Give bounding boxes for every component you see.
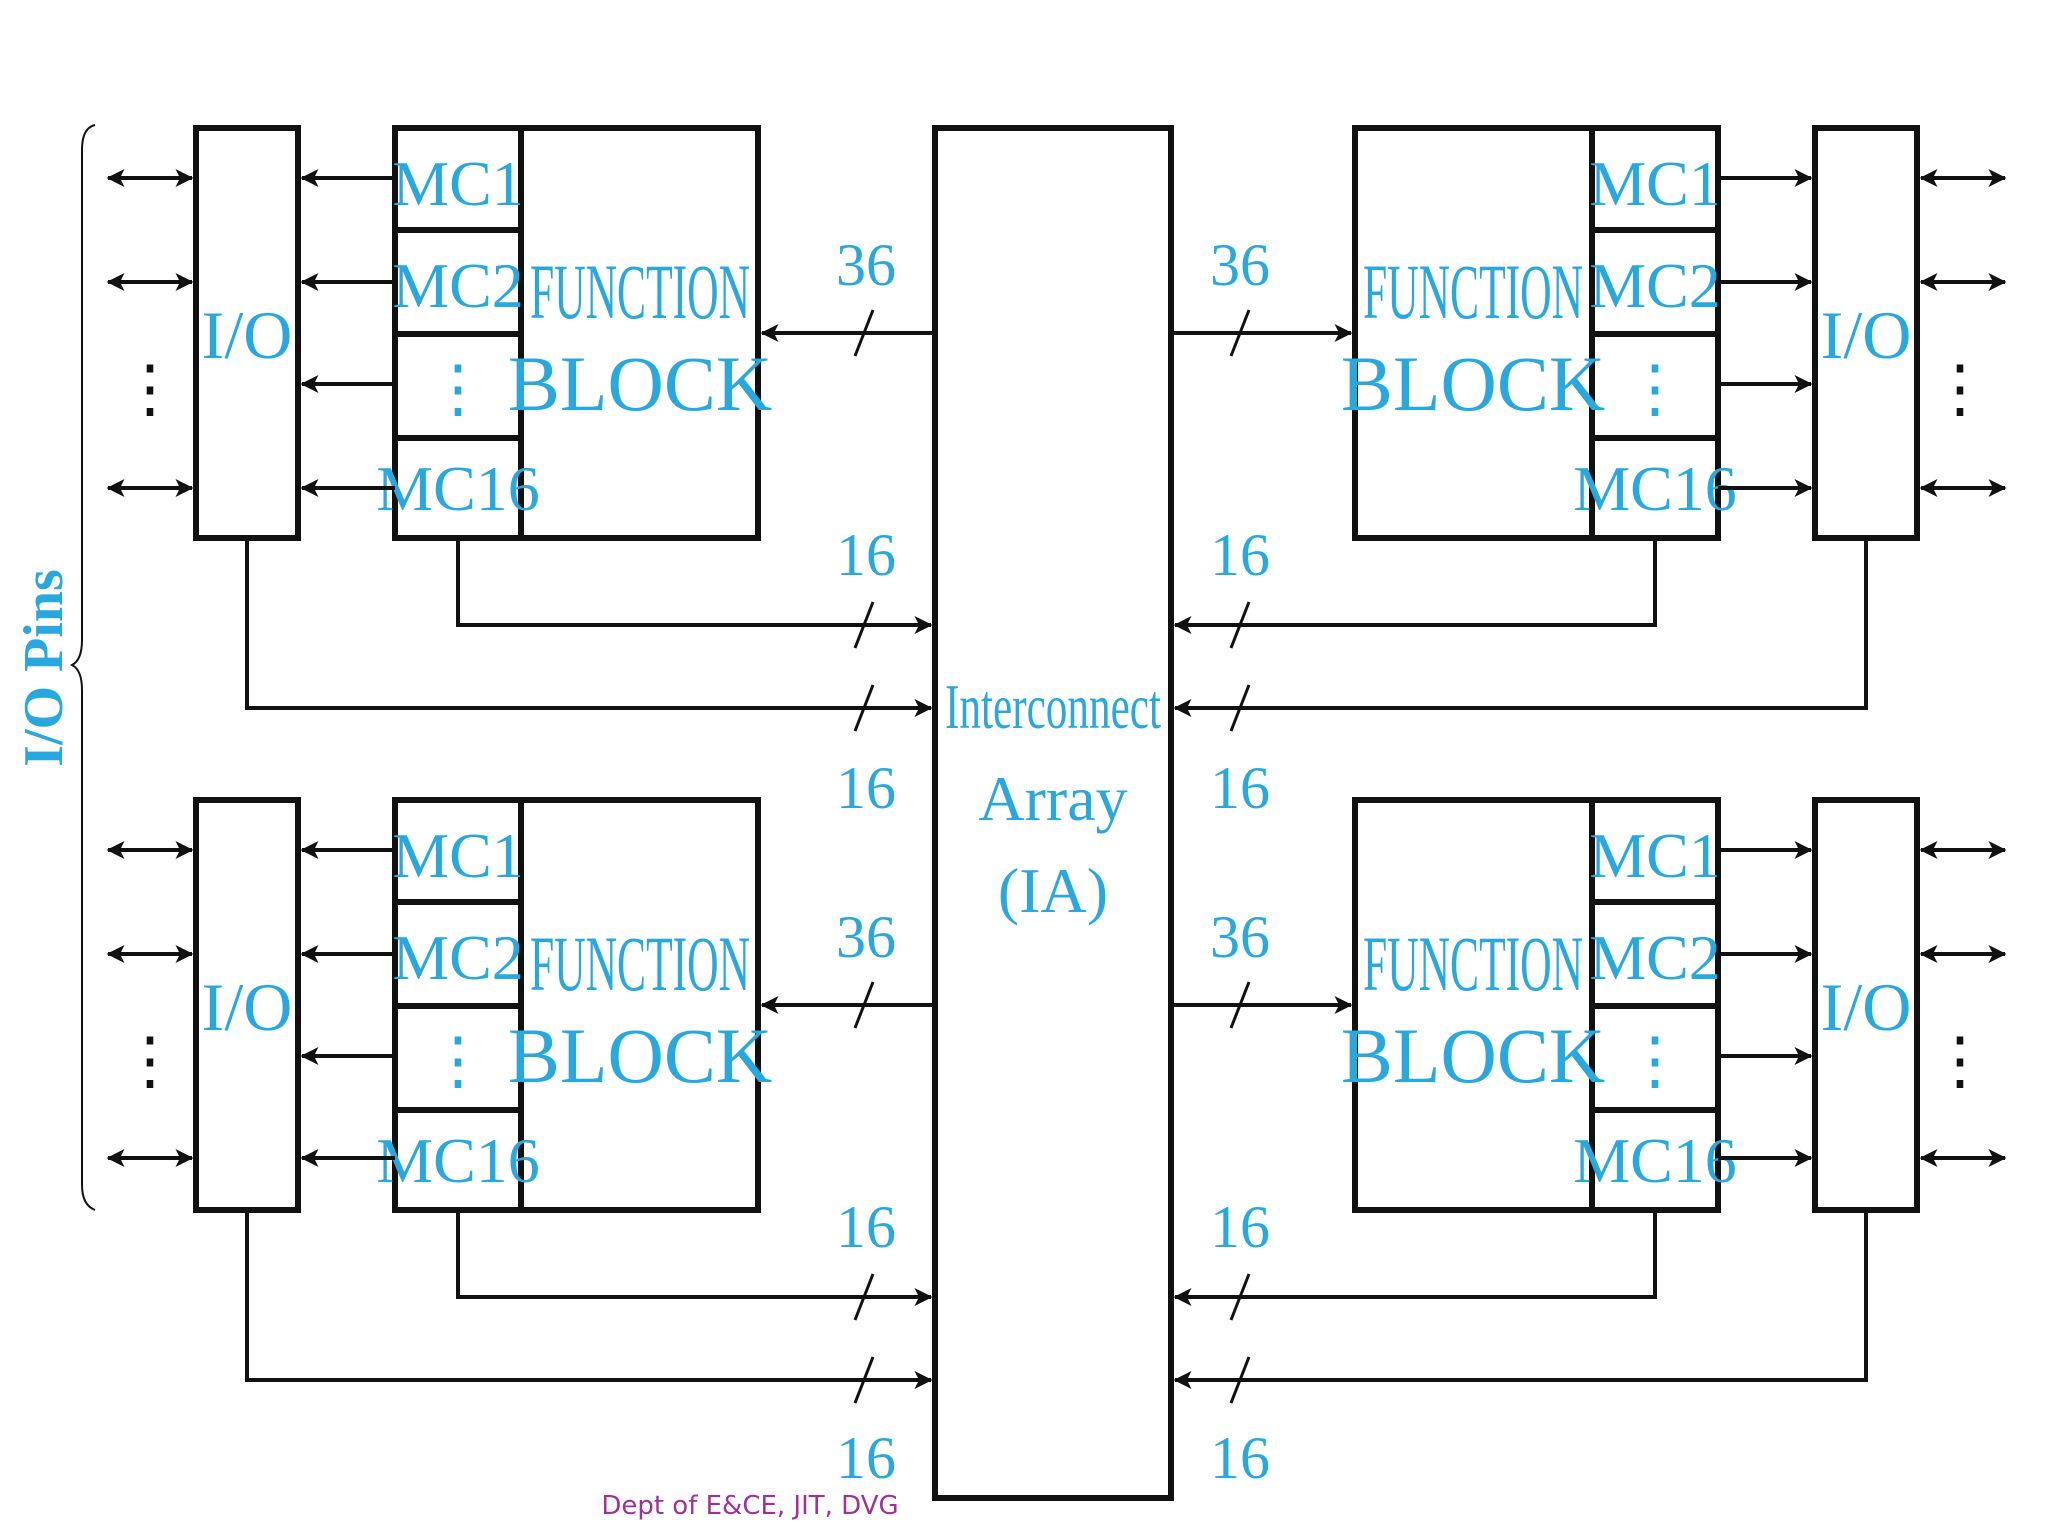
- mc1-label: MC1: [1589, 148, 1721, 219]
- bus-16-feedback-label: 16: [836, 1194, 896, 1260]
- io-bus: [1173, 538, 1868, 717]
- io-pins-brace: [69, 124, 96, 1211]
- bus-slash: [1229, 601, 1251, 649]
- mc-ellipsis-label: ⋮: [1623, 353, 1687, 424]
- mc-ellipsis-cell: [1589, 331, 1721, 441]
- io-bus: [1173, 1210, 1868, 1389]
- feedback-bus: [456, 1210, 933, 1306]
- function-block-label-line2: BLOCK: [1341, 340, 1605, 427]
- bus-slash: [853, 981, 875, 1029]
- mc1-label: MC1: [1589, 820, 1721, 891]
- mc16-label: MC16: [1573, 453, 1737, 524]
- pin-ellipsis: ⋮: [1928, 1025, 1992, 1096]
- io-pins-label: I/O Pins: [13, 569, 75, 767]
- mc16-label: MC16: [1573, 1125, 1737, 1196]
- function-block-label-line2: BLOCK: [1341, 1012, 1605, 1099]
- bus-16-feedback-label: 16: [1210, 1194, 1270, 1260]
- mc-ellipsis-label: ⋮: [1623, 1025, 1687, 1096]
- feedback-bus: [1173, 538, 1657, 634]
- quadrant-top-right: MC1 MC2 ⋮ MC16 FUNCTION BLOCK I/O ⋮ 36 1…: [1171, 125, 2007, 821]
- bus-slash: [853, 309, 875, 357]
- bus-16-feedback-label: 16: [836, 522, 896, 588]
- bus-16-feedback-label: 16: [1210, 522, 1270, 588]
- bus-36-label: 36: [1210, 232, 1270, 298]
- bus-36-label: 36: [836, 904, 896, 970]
- function-block-label-line1: FUNCTION: [1363, 248, 1583, 335]
- io-bus: [245, 538, 933, 717]
- io-label: I/O: [202, 297, 293, 373]
- mc2-label: MC2: [392, 922, 524, 993]
- bus-16-io-label: 16: [836, 755, 896, 821]
- mc-ellipsis-label: ⋮: [426, 353, 490, 424]
- io-bus: [245, 1210, 933, 1389]
- bus-36-label: 36: [836, 232, 896, 298]
- io-block: [193, 797, 301, 1213]
- interconnect-label-line3: (IA): [998, 855, 1108, 926]
- function-block-label-line2: BLOCK: [508, 1012, 772, 1099]
- quadrant-top-left: I/O MC1 MC2 ⋮ MC16 FUNCTION BLOCK ⋮ 36 1…: [106, 125, 935, 821]
- mc2-label: MC2: [392, 250, 524, 321]
- mc1-cell: [392, 125, 524, 233]
- mc2-label: MC2: [1589, 250, 1721, 321]
- io-label: I/O: [1821, 297, 1912, 373]
- bus-slash: [853, 1356, 875, 1404]
- io-label: I/O: [1821, 969, 1912, 1045]
- footer-credit: Dept of E&CE, JIT, DVG: [601, 1491, 898, 1521]
- function-block-label-line1: FUNCTION: [530, 920, 750, 1007]
- bus-16-io-label: 16: [1210, 755, 1270, 821]
- bus-36-label: 36: [1210, 904, 1270, 970]
- mc16-label: MC16: [376, 1125, 540, 1196]
- mc1-label: MC1: [392, 820, 524, 891]
- function-block-label-line1: FUNCTION: [1363, 920, 1583, 1007]
- pin-ellipsis: ⋮: [118, 1025, 182, 1096]
- bus-slash: [1229, 684, 1251, 732]
- function-block-label-line1: FUNCTION: [530, 248, 750, 335]
- pin-ellipsis: ⋮: [118, 353, 182, 424]
- mc2-label: MC2: [1589, 922, 1721, 993]
- bus-slash: [1229, 1356, 1251, 1404]
- mc-ellipsis-label: ⋮: [426, 1025, 490, 1096]
- bus-slash: [1229, 981, 1251, 1029]
- quadrant-bottom-left: I/O MC1 MC2 ⋮ MC16 FUNCTION BLOCK ⋮ 36 1…: [106, 797, 935, 1491]
- interconnect-label-line2: Array: [978, 763, 1127, 834]
- mc16-label: MC16: [376, 453, 540, 524]
- feedback-bus: [456, 538, 933, 634]
- interconnect-label-line1: Interconnect: [945, 671, 1161, 742]
- io-label: I/O: [202, 969, 293, 1045]
- bus-slash: [853, 1273, 875, 1321]
- bus-16-io-label: 16: [836, 1425, 896, 1491]
- quadrant-bottom-right: MC1 MC2 ⋮ MC16 FUNCTION BLOCK I/O ⋮ 36 1…: [1171, 797, 2007, 1491]
- pin-ellipsis: ⋮: [1928, 353, 1992, 424]
- bus-16-io-label: 16: [1210, 1425, 1270, 1491]
- bus-slash: [853, 601, 875, 649]
- bus-slash: [1229, 1273, 1251, 1321]
- mc2-cell: [1589, 899, 1721, 1009]
- mc1-label: MC1: [392, 148, 524, 219]
- bus-slash: [1229, 309, 1251, 357]
- bus-slash: [853, 684, 875, 732]
- interconnect-array-box: [932, 125, 1174, 1501]
- feedback-bus: [1173, 1210, 1657, 1306]
- function-block-label-line2: BLOCK: [508, 340, 772, 427]
